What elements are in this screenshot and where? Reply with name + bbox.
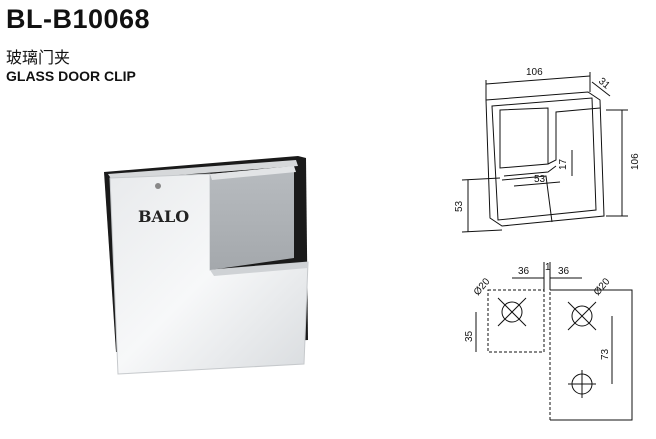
dim-gap: 1 — [545, 262, 551, 273]
dim-left-offset: 36 — [518, 266, 530, 277]
brand-logo: BALO — [138, 207, 189, 226]
product-model: BL-B10068 — [6, 4, 151, 34]
dim-width: 106 — [526, 67, 543, 78]
dim-right-offset: 36 — [558, 266, 570, 277]
dim-left-vertical: 35 — [464, 330, 475, 342]
right-hole-bottom — [571, 373, 593, 395]
front-view-outline — [485, 91, 605, 227]
screw-icon — [155, 183, 161, 189]
left-hole — [501, 301, 523, 323]
dim-left-diameter: Ø20 — [472, 276, 493, 298]
dim-lip: 17 — [558, 158, 569, 170]
glass-insert — [210, 166, 294, 270]
product-photo: BALO — [104, 156, 309, 375]
left-panel — [487, 289, 545, 353]
product-name-en: GLASS DOOR CLIP — [6, 68, 136, 84]
dim-right-diameter: Ø20 — [592, 276, 613, 298]
dim-height: 106 — [630, 153, 641, 170]
product-name-cn: 玻璃门夹 — [6, 48, 71, 67]
dim-notch-width: 53 — [534, 174, 546, 185]
dim-depth: 31 — [596, 76, 612, 92]
dim-notch-height: 53 — [454, 200, 465, 212]
right-hole-top — [571, 305, 593, 327]
dim-right-vertical: 73 — [600, 348, 611, 360]
right-panel — [550, 289, 633, 421]
